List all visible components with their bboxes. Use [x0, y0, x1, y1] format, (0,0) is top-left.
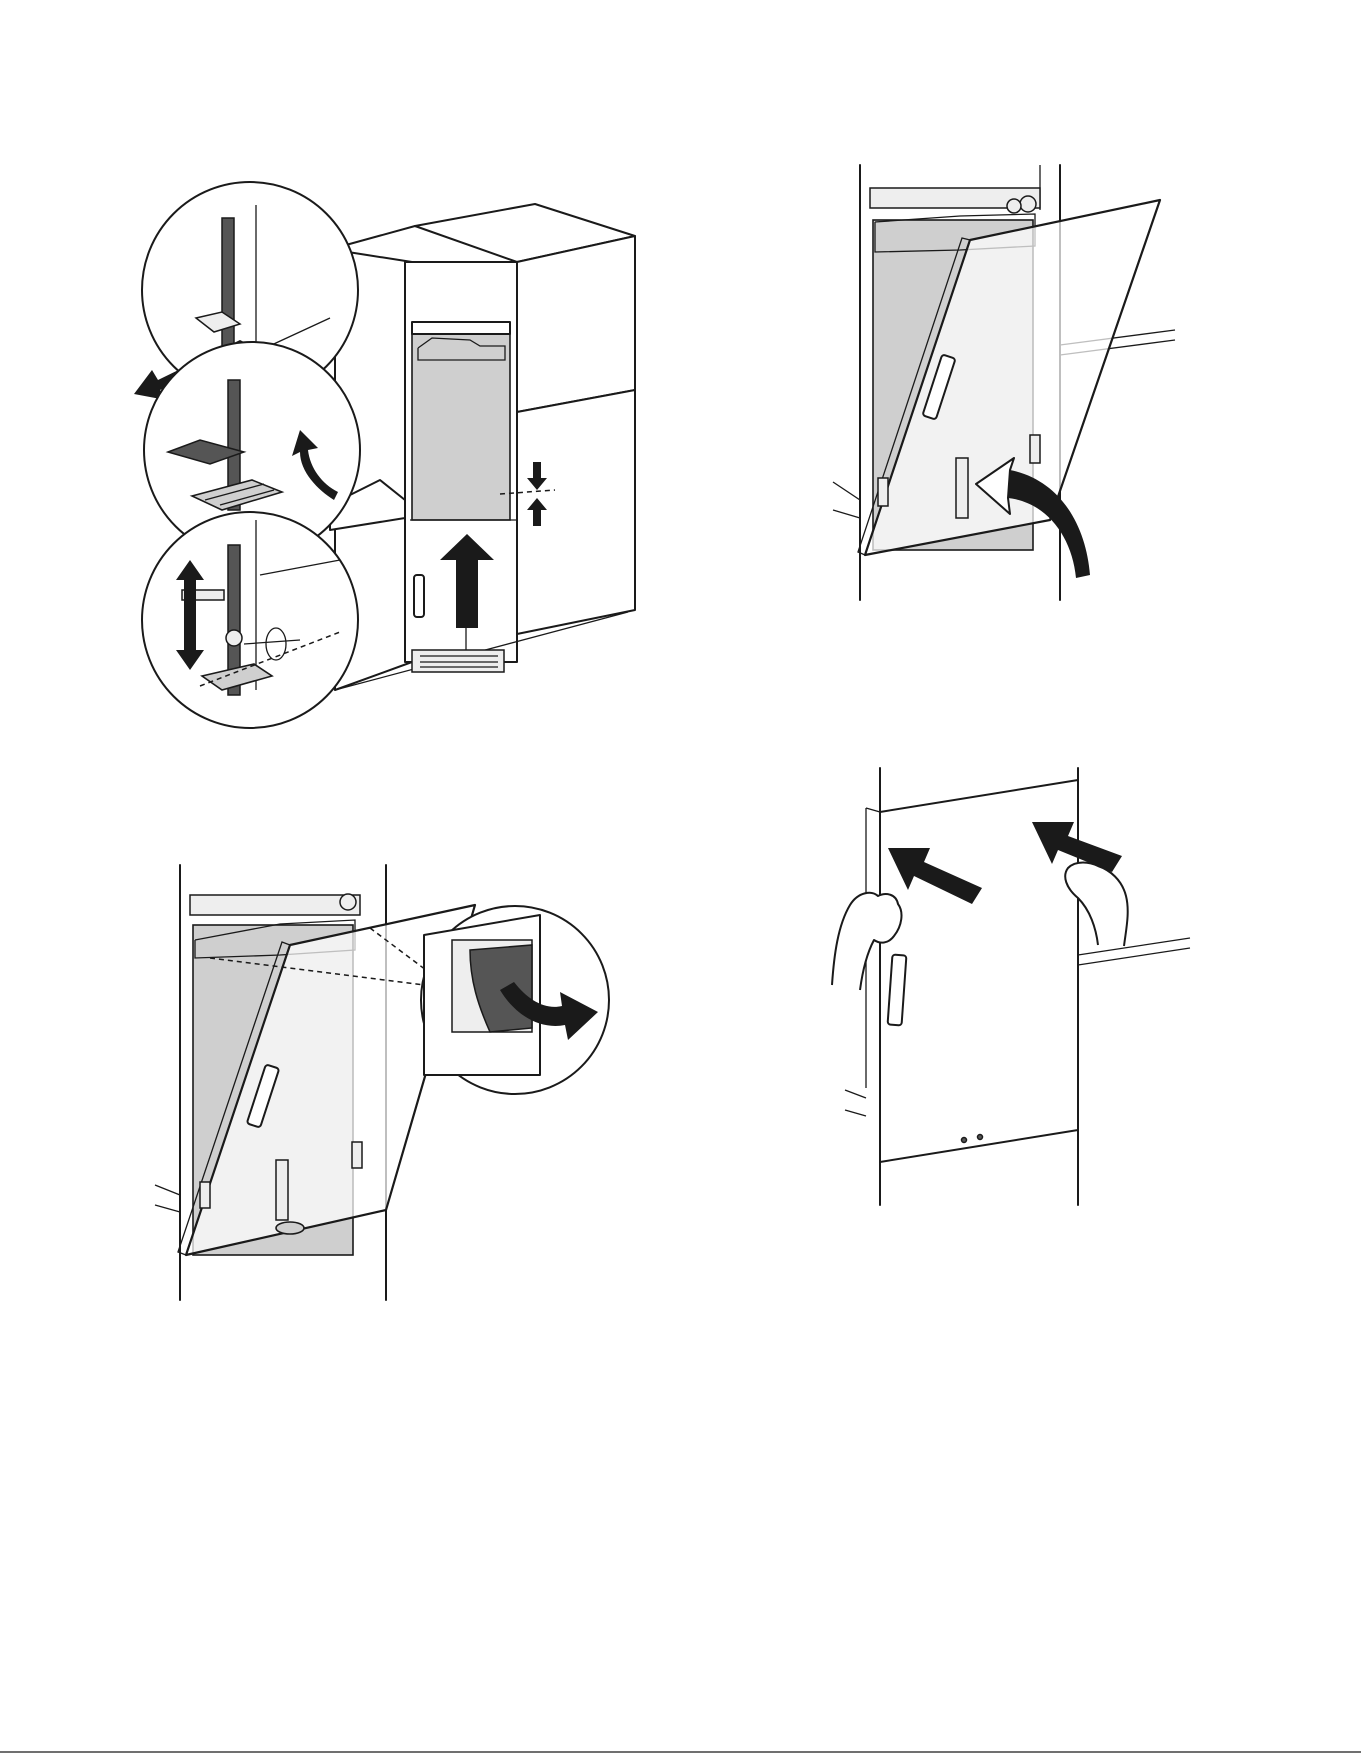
- step-2-illustration: [833, 165, 1175, 600]
- pivot-rod: [956, 458, 968, 518]
- worktop: [845, 1110, 866, 1116]
- appliance-interior: [412, 330, 510, 520]
- ventilation-grille: [412, 650, 504, 672]
- worktop: [155, 1205, 180, 1212]
- worktop: [155, 1185, 180, 1195]
- detail-circle-c: [142, 512, 358, 728]
- door-screw: [962, 1138, 967, 1143]
- hinge-plate: [200, 1182, 210, 1208]
- hinge-plate: [878, 478, 888, 506]
- bracket-screw: [340, 894, 356, 910]
- worktop: [833, 482, 860, 500]
- step-3-illustration: [155, 865, 609, 1300]
- appliance-top-rail: [412, 322, 510, 334]
- door-screw: [978, 1135, 983, 1140]
- step-4-illustration: [832, 768, 1190, 1205]
- hinge-plate: [1030, 435, 1040, 463]
- pivot-pad: [276, 1222, 304, 1234]
- step-1-illustration: [134, 182, 635, 728]
- worktop: [833, 510, 860, 518]
- bracket-screw: [1007, 199, 1021, 213]
- door-top-edge: [866, 808, 880, 812]
- counter-line: [1078, 938, 1190, 955]
- counter-line: [1078, 948, 1190, 965]
- bracket-screw: [1020, 196, 1036, 212]
- appliance-top-rail: [190, 895, 360, 915]
- adjust-screw: [226, 630, 242, 646]
- hinge-bracket: [222, 218, 234, 354]
- pivot-rod: [276, 1160, 288, 1220]
- cabinet-right-upper: [517, 236, 635, 412]
- door-handle: [414, 575, 424, 617]
- detail-circle-adhesive: [421, 906, 609, 1094]
- worktop: [845, 1090, 866, 1098]
- hinge-plate: [352, 1142, 362, 1168]
